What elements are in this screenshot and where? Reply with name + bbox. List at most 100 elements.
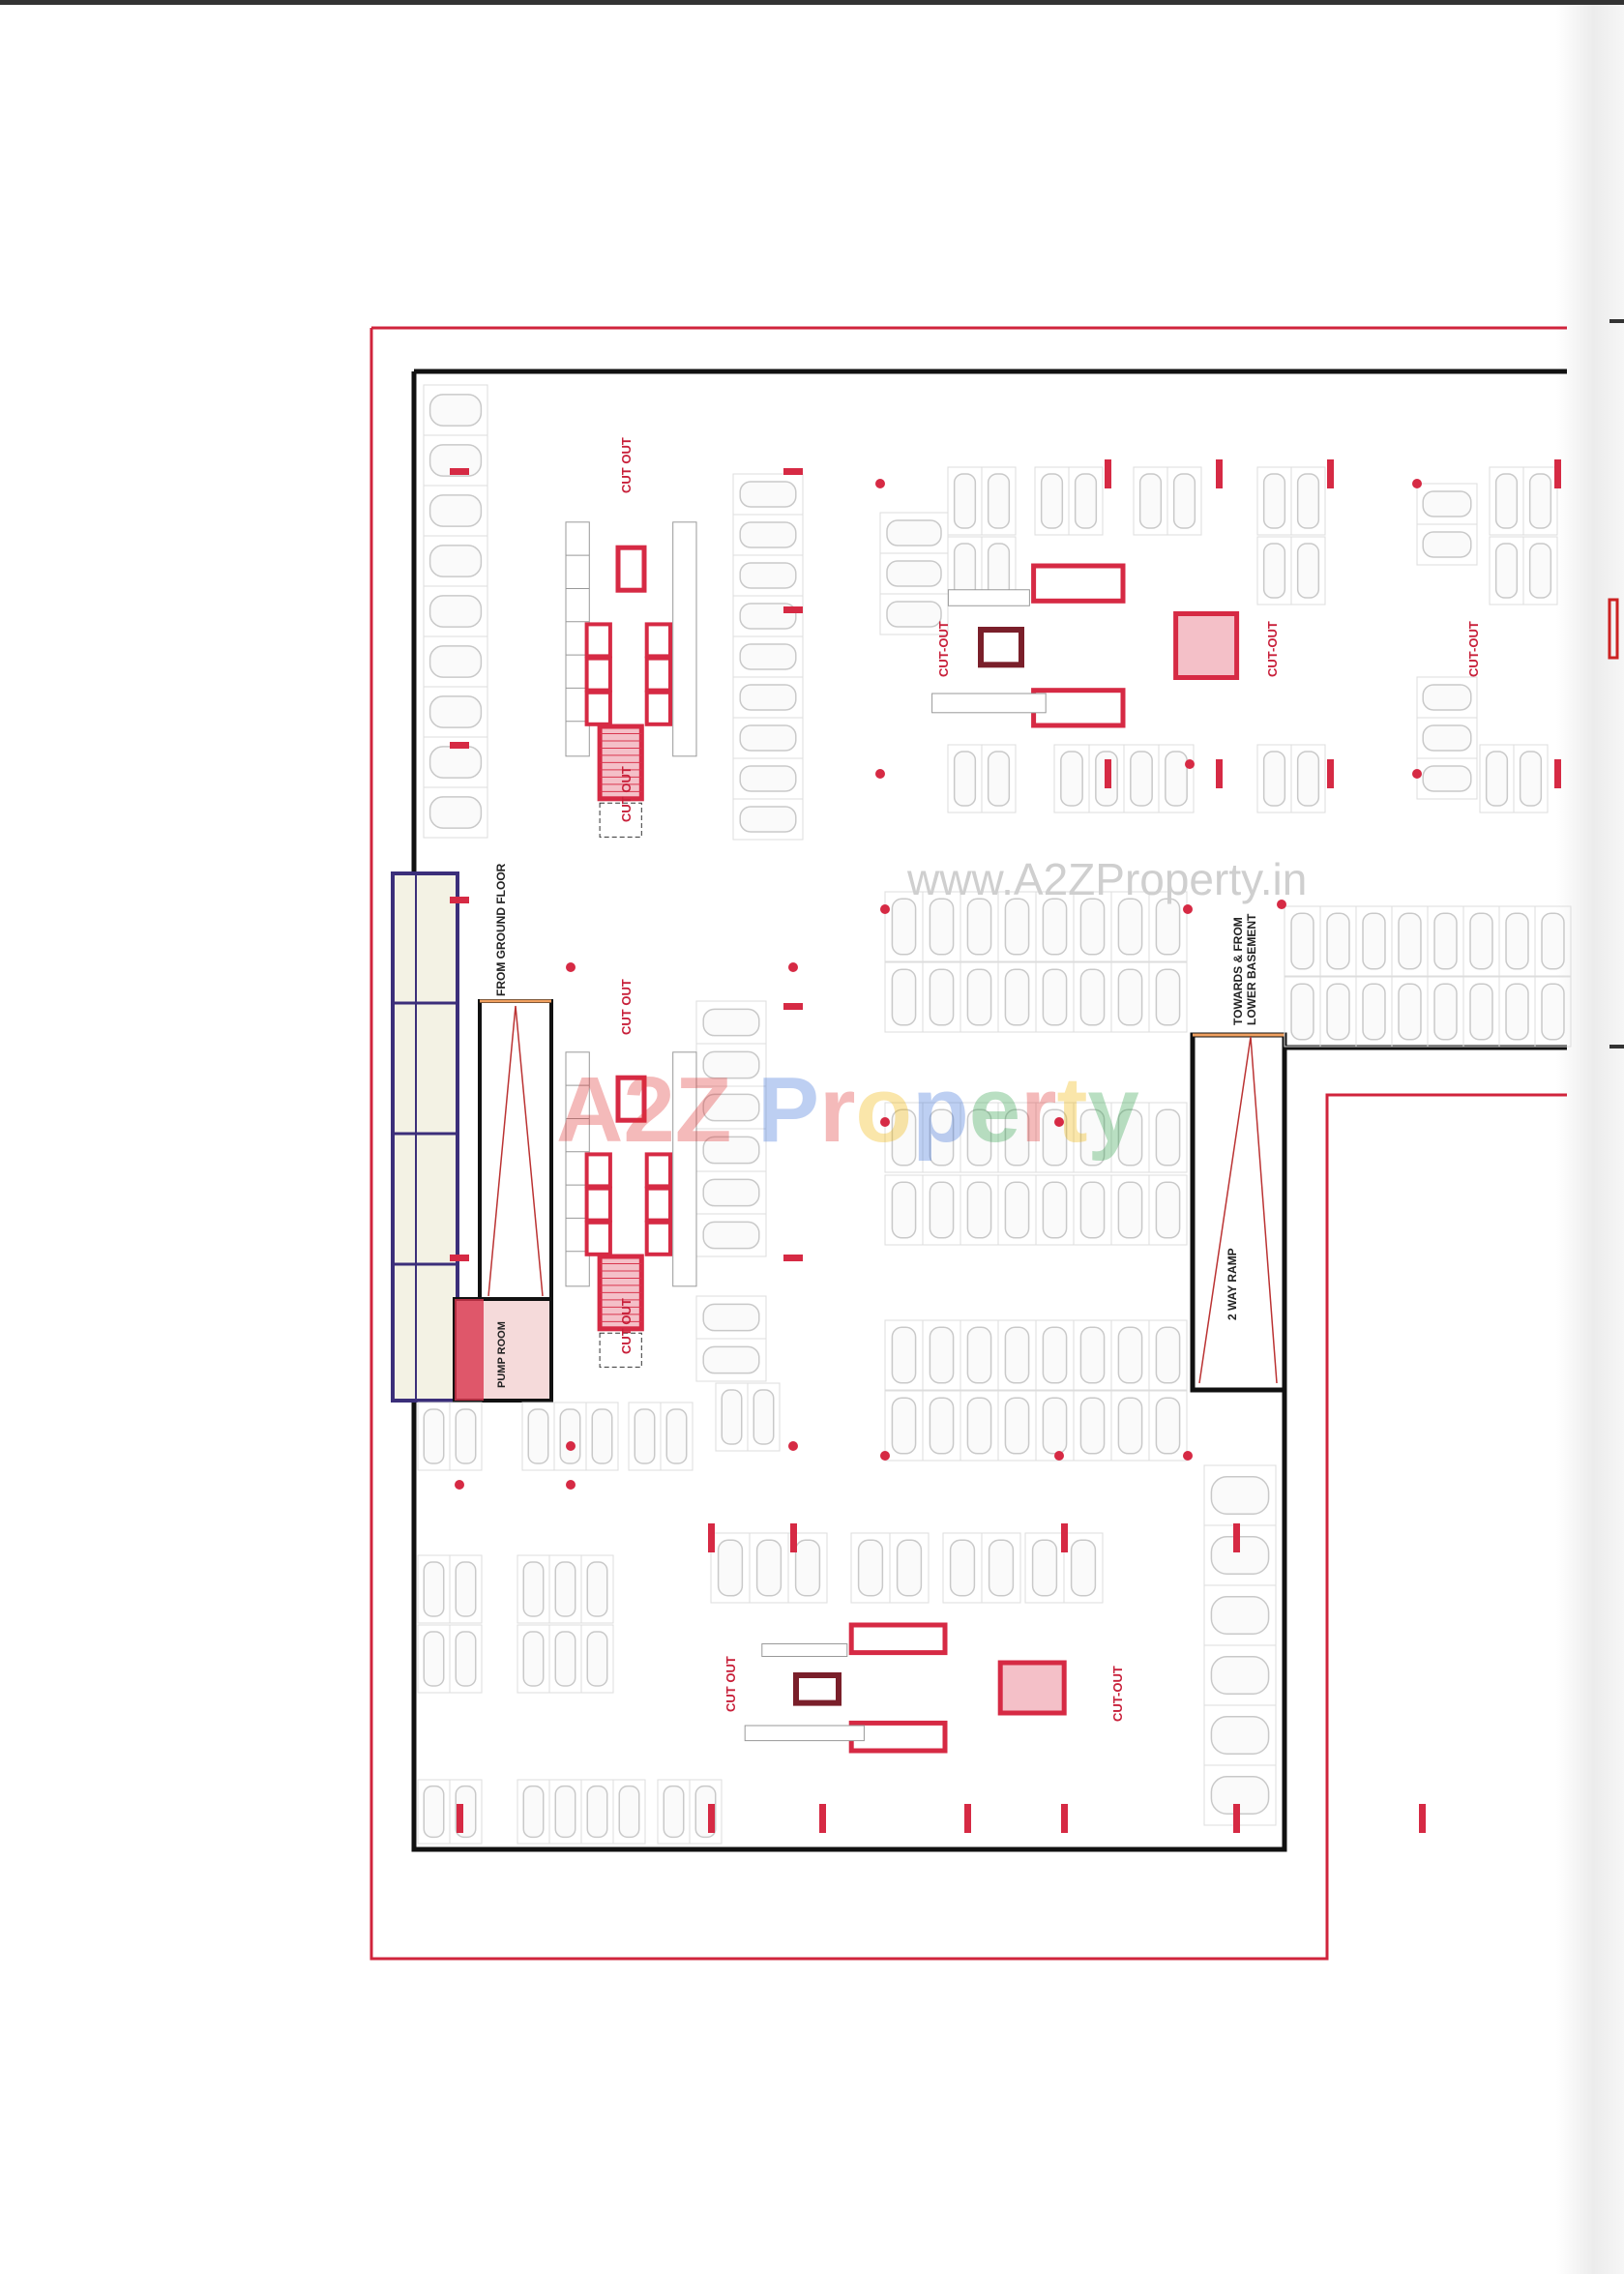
- car-icon: [428, 645, 483, 678]
- car-icon: [522, 1785, 545, 1839]
- car-icon: [1505, 912, 1529, 970]
- car-icon: [1042, 898, 1068, 956]
- car-icon: [1469, 983, 1493, 1041]
- car-icon: [428, 595, 483, 628]
- column-marker: [880, 904, 890, 914]
- car-icon: [949, 1539, 976, 1597]
- car-icon: [1004, 898, 1030, 956]
- column-marker: [1105, 459, 1111, 488]
- car-icon: [966, 1397, 992, 1455]
- lift-shaft: [644, 1152, 673, 1189]
- column-marker: [783, 1003, 803, 1010]
- car-icon: [739, 684, 797, 711]
- car-icon: [739, 562, 797, 589]
- column-marker: [783, 468, 803, 475]
- column-marker: [964, 1804, 971, 1833]
- parking-stall: [1522, 466, 1558, 536]
- lift-stair-cores: [565, 521, 1240, 1754]
- car-icon: [1079, 1181, 1106, 1239]
- column-marker: [875, 769, 885, 779]
- watermark-url: www.A2ZProperty.in: [906, 854, 1307, 904]
- pump-room-label: PUMP ROOM: [496, 1321, 508, 1388]
- cut-out-outline: [599, 802, 642, 838]
- car-icon: [663, 1785, 685, 1839]
- car-icon: [739, 603, 797, 630]
- car-icon: [891, 1181, 917, 1239]
- towards-lower-basement-label-1: TOWARDS & FROM: [1231, 917, 1245, 1025]
- column-marker: [1183, 1451, 1193, 1461]
- cut-out-label: CUT-OUT: [1466, 621, 1481, 677]
- car-icon: [702, 1050, 760, 1079]
- car-icon: [665, 1408, 688, 1464]
- car-icon: [1398, 912, 1422, 970]
- column-marker: [1061, 1523, 1068, 1552]
- car-icon: [739, 724, 797, 752]
- car-icon: [1541, 912, 1565, 970]
- column-marker: [1233, 1804, 1240, 1833]
- car-icon: [586, 1785, 608, 1839]
- car-icon: [886, 560, 942, 587]
- car-icon: [966, 1326, 992, 1384]
- car-icon: [1494, 473, 1519, 529]
- car-icon: [1042, 1397, 1068, 1455]
- staircase: [761, 1643, 848, 1657]
- car-icon: [929, 1108, 955, 1167]
- column-marker: [819, 1804, 826, 1833]
- car-icon: [1422, 765, 1472, 792]
- car-icon: [1004, 1326, 1030, 1384]
- car-icon: [1117, 1397, 1143, 1455]
- parking-stall: [1068, 466, 1104, 536]
- car-icon: [1326, 983, 1350, 1041]
- parking-stall: [580, 1624, 614, 1694]
- column-marker: [1054, 1451, 1064, 1461]
- column-marker: [457, 1804, 463, 1833]
- car-icon: [1422, 490, 1472, 517]
- car-icon: [1117, 1181, 1143, 1239]
- lift-shaft: [644, 622, 673, 659]
- car-icon: [988, 1539, 1015, 1597]
- car-icon: [554, 1631, 576, 1687]
- column-marker: [783, 1255, 803, 1261]
- car-icon: [794, 1539, 821, 1597]
- lift-shaft: [584, 622, 612, 659]
- parking-stall: [1148, 1390, 1188, 1462]
- parking-stall: [449, 1779, 483, 1845]
- pump-room: PUMP ROOM: [453, 1297, 553, 1403]
- parking-stall: [981, 1532, 1021, 1604]
- cut-out-label: CUT OUT: [619, 979, 634, 1035]
- column-marker: [1277, 900, 1286, 909]
- car-icon: [739, 765, 797, 792]
- car-icon: [953, 751, 977, 807]
- stair-lift-core: [931, 563, 1240, 728]
- car-icon: [1262, 751, 1286, 807]
- structural-columns: [450, 459, 1561, 1833]
- parking-stall: [1416, 523, 1478, 566]
- stair-lift-core: [565, 521, 697, 838]
- car-icon: [1042, 1181, 1068, 1239]
- car-icon: [1290, 912, 1314, 970]
- car-icon: [891, 1397, 917, 1455]
- car-icon: [1042, 1326, 1068, 1384]
- cut-out-label: CUT-OUT: [1265, 621, 1280, 677]
- car-icon: [966, 968, 992, 1026]
- column-marker: [1061, 1804, 1068, 1833]
- lift-shaft: [1031, 563, 1126, 604]
- stair-lift-core: [565, 1051, 697, 1368]
- car-icon: [702, 1178, 760, 1207]
- two-way-ramp: 2 WAY RAMP TOWARDS & FROM LOWER BASEMENT: [1190, 913, 1287, 1393]
- car-icon: [455, 1631, 477, 1687]
- car-icon: [953, 473, 977, 529]
- parking-stall: [1148, 961, 1188, 1033]
- car-icon: [1074, 473, 1098, 529]
- car-icon: [721, 1389, 743, 1445]
- car-icon: [1210, 1716, 1270, 1755]
- car-icon: [527, 1408, 549, 1464]
- car-icon: [1528, 543, 1552, 599]
- parking-stall: [1290, 536, 1326, 605]
- car-icon: [1155, 1181, 1181, 1239]
- car-icon: [423, 1408, 445, 1464]
- car-icon: [1541, 983, 1565, 1041]
- car-icon: [1519, 751, 1543, 807]
- parking-stall: [1513, 744, 1549, 813]
- parking-stall: [1290, 744, 1326, 813]
